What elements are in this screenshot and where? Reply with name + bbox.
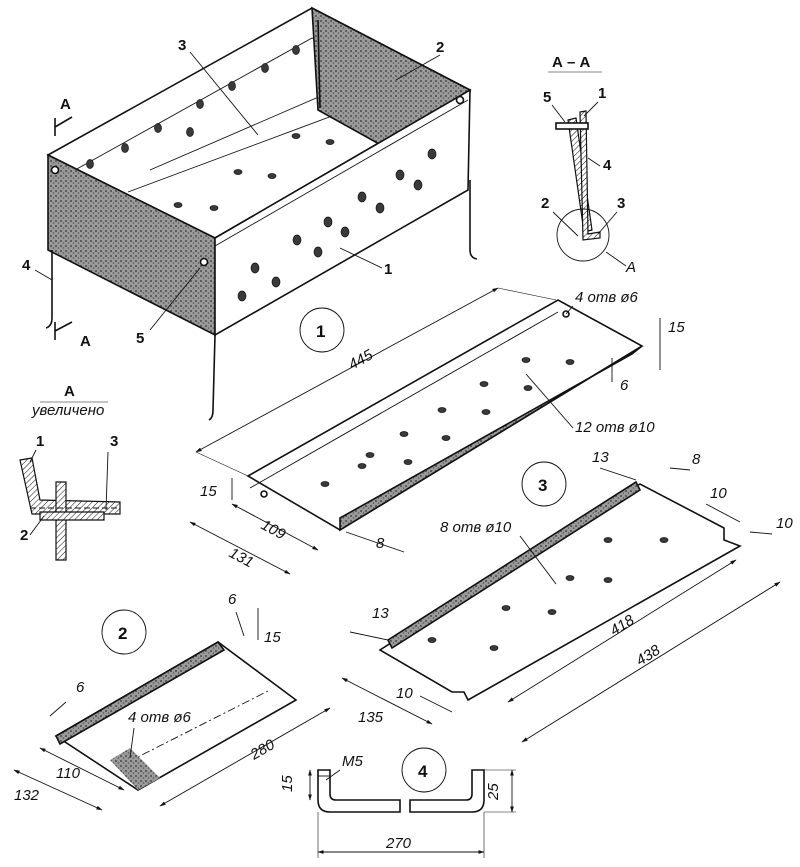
part1-view: 1 445 131 109 15 8 4 отв ø6 15 6 12 о (189, 287, 685, 575)
detail-angle (19, 457, 121, 515)
detail-view-subtitle: увеличено (31, 402, 104, 419)
assembly-label-4: 4 (22, 257, 31, 274)
part3-number-circle (521, 461, 567, 507)
part4-view: 4 М5 15 25 270 (279, 747, 516, 858)
part1-mount-holes: 4 отв ø6 (575, 289, 639, 306)
detail-label-3: 3 (110, 433, 118, 450)
section-label-5: 5 (543, 89, 551, 106)
part2-width-inner: 110 (56, 765, 81, 782)
part2-flange (54, 640, 226, 746)
part1-vent-holes: 12 отв ø10 (575, 419, 655, 436)
assembly-leader-2 (395, 54, 441, 81)
part2-mount-holes: 4 отв ø6 (128, 709, 192, 726)
detail-floor (39, 511, 105, 521)
detail-wall (55, 481, 67, 561)
part2-number-circle (101, 609, 147, 655)
assembly-leg-front-right (208, 334, 216, 421)
part3-edge-13-top: 13 (592, 449, 609, 466)
part1-length-dim (195, 287, 499, 453)
part2-width-inner-dim (39, 747, 125, 791)
part3-edge-8: 8 (692, 451, 701, 468)
section-label-2: 2 (541, 195, 549, 212)
assembly-bolt-3 (455, 95, 465, 105)
part4-thread-label: М5 (342, 753, 363, 770)
assembly-leader-5 (149, 267, 201, 331)
assembly-leader-3 (189, 51, 259, 136)
part3-plate (378, 483, 742, 702)
section-detail-letter: А (625, 259, 636, 276)
section-cut-marker-bottom (54, 321, 73, 340)
part3-width: 135 (358, 709, 384, 726)
detail-label-2: 2 (20, 527, 28, 544)
part3-cut-10-left: 10 (396, 685, 413, 702)
assembly-back-holes (86, 45, 300, 169)
part2-flange-step-top: 6 (228, 591, 237, 608)
part2-flange-height: 15 (264, 629, 281, 646)
part2-number: 2 (118, 624, 127, 643)
part4-length: 270 (385, 835, 412, 852)
section-label-1: 1 (598, 85, 606, 102)
assembly-bolt-2 (199, 257, 209, 267)
part4-leg-left (317, 769, 401, 813)
section-mark-bottom: А (80, 333, 91, 350)
assembly-leader-4 (34, 269, 53, 281)
detail-label-1: 1 (36, 433, 44, 450)
part3-number: 3 (538, 476, 547, 495)
part2-axis (127, 689, 271, 763)
part2-view: 2 280 132 110 6 6 15 4 отв ø6 (13, 591, 331, 811)
part3-length-outer-dim (521, 581, 781, 743)
part1-plate (246, 299, 644, 531)
part1-length: 445 (346, 346, 377, 373)
assembly-front-lip (214, 99, 469, 247)
part4-height-right: 25 (485, 783, 502, 801)
part3-length-outer: 438 (633, 641, 664, 669)
assembly-leg-front-left (45, 250, 53, 329)
detail-view: А увеличено 1 3 2 (19, 383, 121, 561)
assembly-leg-back-right (469, 180, 478, 260)
part3-cut-10-right: 10 (776, 515, 793, 532)
part3-vent-holes: 8 отв ø10 (440, 519, 512, 536)
part1-width-outer: 131 (226, 545, 256, 572)
part2-flange-step-left: 6 (76, 679, 85, 696)
section-label-3: 3 (617, 195, 625, 212)
assembly-leader-1 (339, 247, 383, 269)
assembly-corner-post (317, 19, 321, 109)
part3-width-dim (341, 677, 433, 725)
assembly-label-2: 2 (436, 39, 444, 56)
section-view: А – А 5 1 4 2 3 А (541, 54, 636, 276)
part1-mount-hole-1 (260, 490, 268, 498)
part1-width-inner-dim (231, 503, 319, 551)
section-cut-marker-top (54, 116, 73, 136)
part1-flange-height: 15 (200, 483, 217, 500)
part3-edge-13-left: 13 (372, 605, 389, 622)
section-mark-top: А (60, 96, 71, 113)
section-bolt (555, 122, 589, 130)
part4-leg-right (409, 769, 485, 813)
part2-width-outer: 132 (14, 787, 40, 804)
part1-flange-step: 6 (620, 377, 629, 394)
section-view-title: А – А (552, 54, 591, 71)
part4-height-left: 15 (279, 775, 296, 792)
part4-number: 4 (418, 762, 428, 781)
part1-number: 1 (316, 322, 325, 341)
part3-view: 3 8 отв ø10 418 438 135 10 13 13 8 10 10 (341, 449, 793, 743)
section-label-4: 4 (603, 157, 612, 174)
part3-cut-10-top: 10 (710, 485, 727, 502)
part1-flange-height-right: 15 (668, 319, 685, 336)
part4-number-circle (401, 747, 447, 793)
part2-length-dim (159, 707, 331, 807)
detail-view-title: А (64, 383, 75, 400)
assembly-label-1: 1 (384, 261, 392, 278)
assembly-label-5: 5 (136, 330, 144, 347)
section-detail-circle (556, 208, 610, 262)
assembly-label-3: 3 (178, 37, 186, 54)
assembly-bolt-1 (50, 165, 60, 175)
assembly-bottom-holes (173, 133, 335, 211)
assembly-view: А А 3 2 1 4 5 (22, 6, 478, 421)
